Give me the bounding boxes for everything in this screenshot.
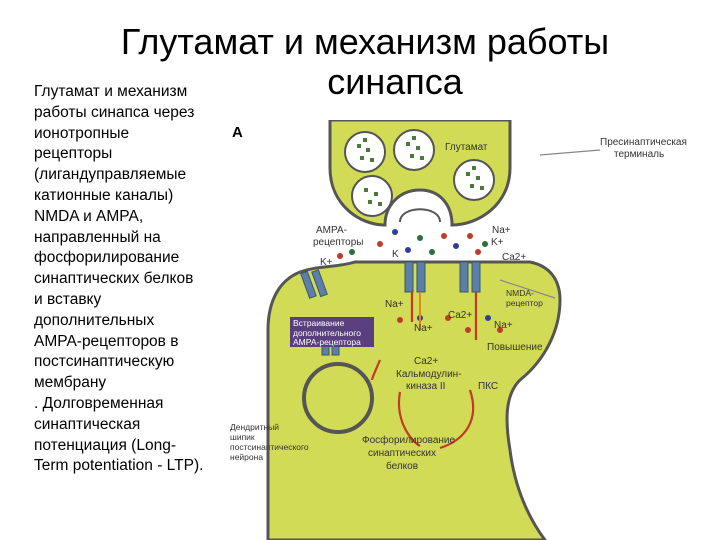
phospho-label-1: Фосфорилирование	[362, 435, 456, 446]
k-label: K+	[491, 237, 504, 248]
body-line: Term potentiation - LTP).	[34, 457, 204, 475]
insertion-label-1: Встраивание	[293, 318, 345, 328]
presynaptic-label-2: терминаль	[614, 149, 665, 160]
slide-title: Глутамат и механизм работы синапса	[70, 22, 660, 102]
body-line: (лигандуправляемые	[34, 166, 187, 184]
camk-label-2: киназа II	[406, 381, 446, 392]
nmda-receptor	[459, 261, 469, 293]
ca-label: Ca2+	[448, 310, 473, 321]
body-line: направленный на	[34, 228, 161, 246]
body-text: Глутамат и механизм работы синапса через…	[34, 82, 252, 477]
k-label: K+	[320, 257, 333, 268]
insertion-box: Встраивание дополнительного АМРА-рецепто…	[290, 317, 374, 347]
na-label: Na+	[385, 299, 404, 310]
body-line: AMPA-рецепторов в	[34, 332, 179, 350]
ca-label: Ca2+	[502, 252, 527, 263]
camk-label-1: Кальмодулин-	[396, 369, 462, 380]
presynaptic-label-1: Пресинаптическая	[600, 137, 687, 148]
body-line: рецепторы	[34, 145, 113, 163]
ampa-receptor	[404, 261, 414, 293]
ampa-receptor	[300, 270, 317, 299]
title-line-1: Глутамат и механизм работы	[120, 21, 610, 62]
nmda-label-1: NMDA-	[506, 288, 534, 298]
body-line: и вставку	[34, 290, 102, 308]
body-line: . Долговременная	[34, 394, 164, 412]
body-line: синаптических белков	[34, 270, 194, 288]
ampa-label-1: АМРА-	[316, 225, 348, 236]
na-label: Na+	[414, 323, 433, 334]
na-label: Na+	[494, 320, 513, 331]
vesicle	[351, 175, 393, 217]
spine-label-3: постсинаптического	[230, 442, 309, 452]
k-label: K	[392, 249, 399, 260]
glutamate-label: Глутамат	[445, 142, 488, 153]
vesicle	[344, 131, 386, 173]
spine-label-2: шипик	[230, 432, 255, 442]
spine-label-4: нейрона	[230, 452, 264, 462]
spine-label-1: Дендритный	[230, 422, 280, 432]
body-line: синаптическая	[34, 415, 141, 433]
insertion-label-3: АМРА-рецептора	[293, 337, 361, 347]
body-line: фосфорилирование	[34, 249, 180, 267]
internal-vesicle	[302, 362, 374, 434]
pkc-label: ПКС	[478, 381, 499, 392]
body-line: Глутамат и механизм	[34, 83, 188, 100]
body-line: катионные каналы)	[34, 186, 174, 204]
body-line: дополнительных	[34, 311, 155, 329]
body-line: постсинаптическую	[34, 353, 175, 371]
phospho-label-2: синаптических	[368, 448, 436, 459]
body-line: работы синапса через	[34, 103, 195, 121]
title-line-2: синапса	[327, 61, 463, 102]
phospho-label-3: белков	[386, 461, 419, 472]
increase-label: Повышение	[487, 342, 543, 353]
body-line: мембрану	[34, 374, 107, 392]
ampa-label-2: рецепторы	[313, 237, 364, 248]
ca-label: Ca2+	[414, 356, 439, 367]
body-line: ионотропные	[34, 124, 130, 142]
na-label: Na+	[492, 225, 511, 236]
body-line: потенциация (Long-	[34, 436, 176, 454]
insertion-label-2: дополнительного	[293, 327, 361, 338]
nmda-label-2: рецептор	[506, 298, 543, 308]
panel-letter: A	[232, 124, 243, 141]
body-line: NMDA и AMPA,	[34, 207, 144, 225]
